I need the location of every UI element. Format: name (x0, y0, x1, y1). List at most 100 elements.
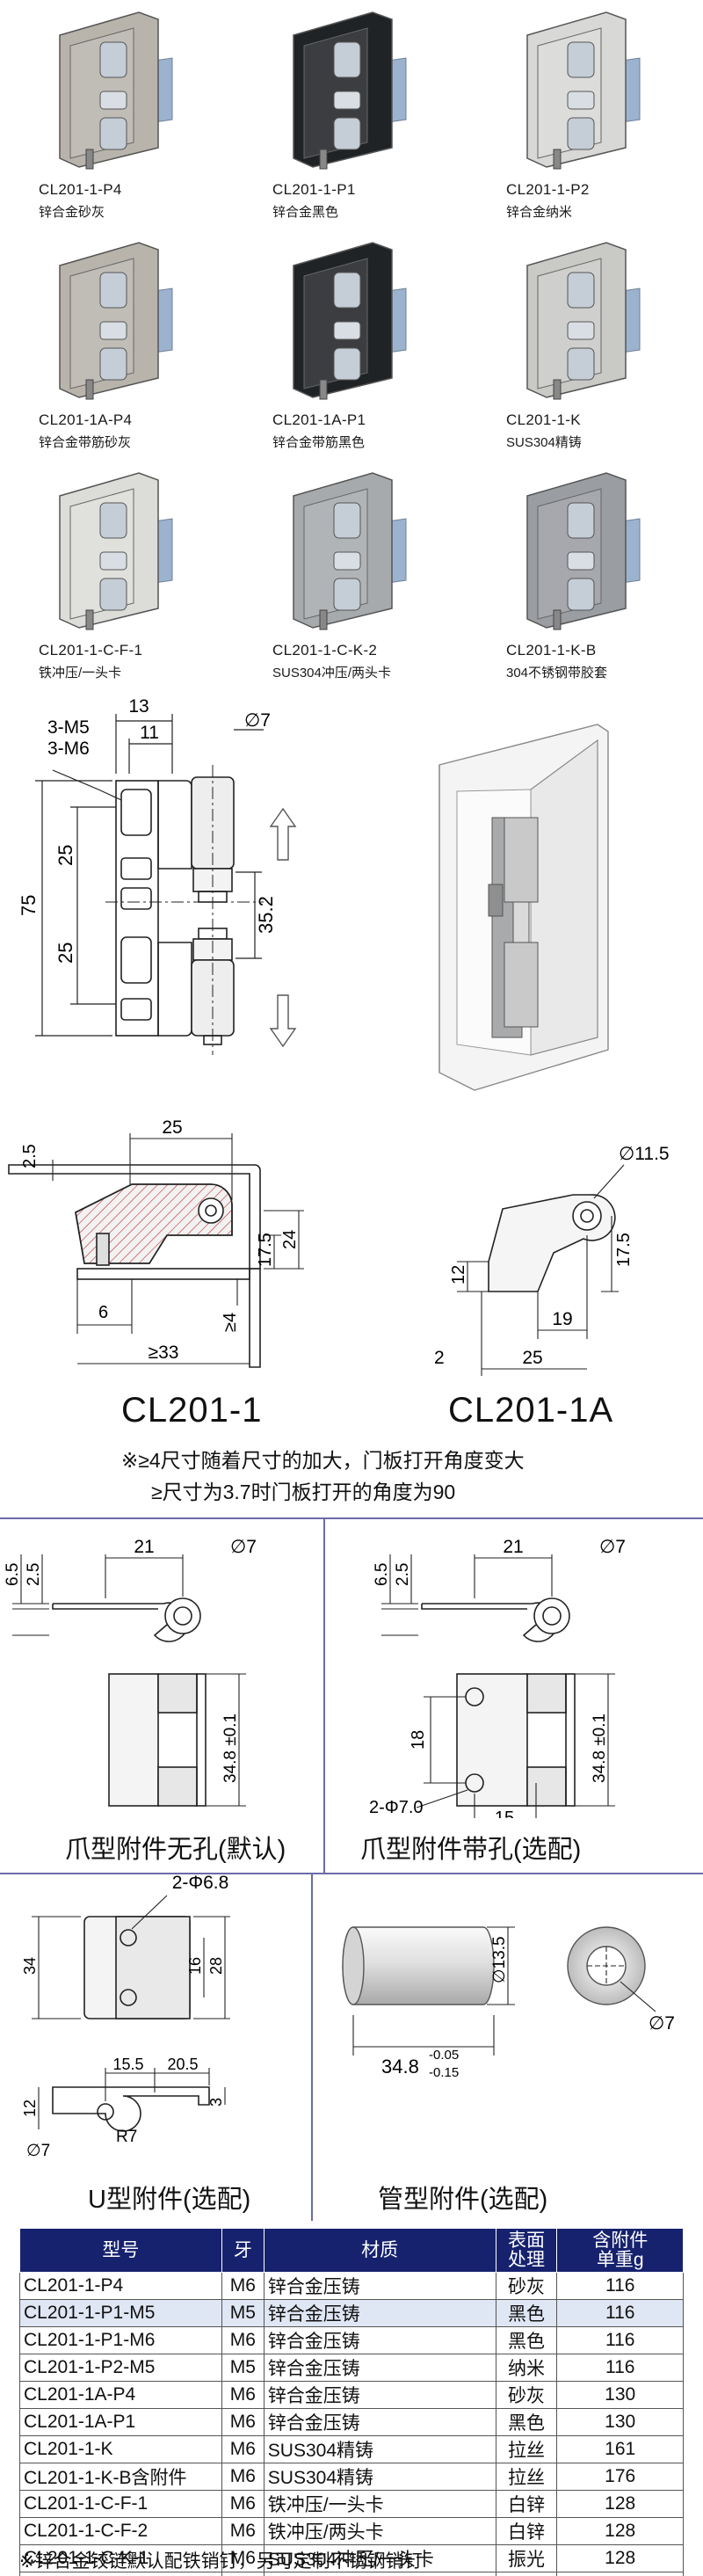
product-card: CL201-1A-P4 锌合金带筋砂灰 (0, 230, 234, 459)
section-drawings: 2.5 25 17.5 24 6 ≥4 ≥33 ∅11.5 12 17.5 19… (8, 1117, 670, 1376)
tol-upper: -0.05 (429, 2048, 459, 2063)
cell-weight: 116 (556, 2299, 684, 2327)
product-material: 锌合金黑色 (272, 205, 339, 220)
dim-25-bottom: 25 (54, 942, 76, 964)
claw-holes-title: 爪型附件带孔(选配) (360, 1836, 582, 1864)
header-surface: 表面处理 (495, 2228, 558, 2273)
dim-12: 12 (21, 2099, 39, 2117)
hinge-photo (59, 242, 173, 400)
tol-lower: -0.15 (429, 2065, 459, 2080)
cell-model: CL201-1-K-B含附件 (19, 2463, 222, 2491)
product-code: CL201-1-P2 (506, 181, 590, 198)
product-material: 锌合金带筋黑色 (272, 435, 366, 450)
divider-middle (0, 1873, 703, 1874)
cell-weight: 130 (556, 2381, 684, 2409)
product-card: CL201-1A-P1 锌合金带筋黑色 (234, 230, 467, 459)
caption-cl201-1: CL201-1 (121, 1391, 263, 1430)
dim-6: 6 (98, 1303, 108, 1322)
product-code: CL201-1-K (506, 411, 581, 428)
product-material: 锌合金带筋砂灰 (39, 435, 132, 450)
cell-material: 锌合金压铸 (263, 2299, 496, 2327)
dim-13: 13 (128, 696, 149, 717)
cell-surface: 振光 (495, 2544, 558, 2572)
product-material: SUS304冲压/两头卡 (272, 666, 392, 680)
note-line-2: ≥尺寸为3.7时门板打开的角度为90 (151, 1481, 456, 1503)
dim-2-holes: 2-Φ7.0 (369, 1798, 424, 1817)
cell-surface: 黑色 (495, 2408, 558, 2436)
dim-12: 12 (449, 1265, 468, 1284)
cell-weight: 116 (556, 2354, 684, 2382)
dim-ge-4: ≥4 (221, 1313, 240, 1332)
cell-material: SUS304冲压/两头卡 (263, 2572, 496, 2576)
cell-thread: M6 (221, 2435, 265, 2463)
dim-d13-5: ∅13.5 (490, 1936, 509, 1983)
cell-weight: 116 (556, 2272, 684, 2300)
cell-surface: 砂灰 (495, 2272, 558, 2300)
cell-model: CL201-1-P1-M6 (19, 2326, 222, 2354)
product-code: CL201-1A-P1 (272, 411, 366, 428)
dim-ge-33: ≥33 (149, 1343, 179, 1363)
cell-model: CL201-1-C-F-1 (19, 2490, 222, 2518)
cell-weight: 128 (556, 2572, 684, 2576)
dim-75: 75 (18, 895, 40, 916)
dim-6-5: 6.5 (4, 1563, 22, 1586)
product-code: CL201-1-C-K-2 (272, 642, 378, 659)
dim-20-5: 20.5 (167, 2056, 198, 2073)
hinge-photo (526, 242, 641, 400)
dim-2-holes: 2-Φ6.8 (172, 1874, 229, 1893)
hinge-photo (293, 242, 407, 400)
hinge-photo (293, 472, 407, 630)
cell-model: CL201-1-P2-M5 (19, 2354, 222, 2382)
dim-6-5: 6.5 (373, 1563, 391, 1586)
cell-surface: 白锌 (495, 2517, 558, 2545)
cell-surface: 纳米 (495, 2354, 558, 2382)
product-code: CL201-1A-P4 (39, 411, 133, 428)
cell-material: 锌合金压铸 (263, 2272, 496, 2300)
table-header-row: 型号 牙 材质 表面处理 含附件单重g (19, 2228, 684, 2273)
cell-model: CL201-1A-P1 (19, 2408, 222, 2436)
cell-thread: M6 (221, 2517, 265, 2545)
cell-thread: M6 (221, 2408, 265, 2436)
divider-top (0, 1517, 703, 1519)
cell-surface: 振光 (495, 2572, 558, 2576)
dim-11: 11 (140, 723, 159, 743)
dim-35-2: 35.2 (255, 896, 277, 934)
cell-material: 锌合金压铸 (263, 2326, 496, 2354)
note-line-1: ※≥4尺寸随着尺寸的加大，门板打开角度变大 (121, 1449, 525, 1472)
caption-cl201-1a: CL201-1A (448, 1391, 614, 1430)
dim-16: 16 (186, 1957, 204, 1975)
hinge-photo (526, 11, 641, 170)
cell-thread: M6 (221, 2463, 265, 2491)
u-attachment-drawing: 2-Φ6.8 34 16 28 15.5 20.5 12 3 ∅7 R7 (21, 1874, 230, 2160)
dim-r7: R7 (116, 2128, 137, 2146)
footnote: ※锌合金铰链默认配铁销钉，另可定制不锈钢销钉 (19, 2551, 423, 2572)
tube-type-title: 管型附件(选配) (378, 2186, 548, 2214)
hinge-photo (59, 11, 173, 170)
header-material: 材质 (263, 2228, 496, 2273)
cell-surface: 黑色 (495, 2299, 558, 2327)
claw-attachment-plain-drawing: 6.5 2.5 21 ∅7 34.8 ±0.1 (4, 1537, 257, 1807)
dim-d7: ∅7 (230, 1537, 257, 1557)
cell-material: 锌合金压铸 (263, 2408, 496, 2436)
claw-attachment-holes-drawing: 6.5 2.5 21 ∅7 18 34.8 ±0.1 2-Φ7.0 15 (369, 1537, 626, 1818)
dim-3: 3 (207, 2098, 225, 2107)
cell-weight: 128 (556, 2490, 684, 2518)
dim-21: 21 (134, 1537, 154, 1557)
dim-17-5: 17.5 (256, 1233, 275, 1267)
dim-34-8: 34.8 (381, 2056, 419, 2078)
cell-thread: M5 (221, 2354, 265, 2382)
cell-surface: 白锌 (495, 2490, 558, 2518)
dim-19: 19 (552, 1309, 572, 1329)
dim-25-right: 25 (522, 1348, 542, 1368)
dim-24: 24 (280, 1230, 300, 1249)
